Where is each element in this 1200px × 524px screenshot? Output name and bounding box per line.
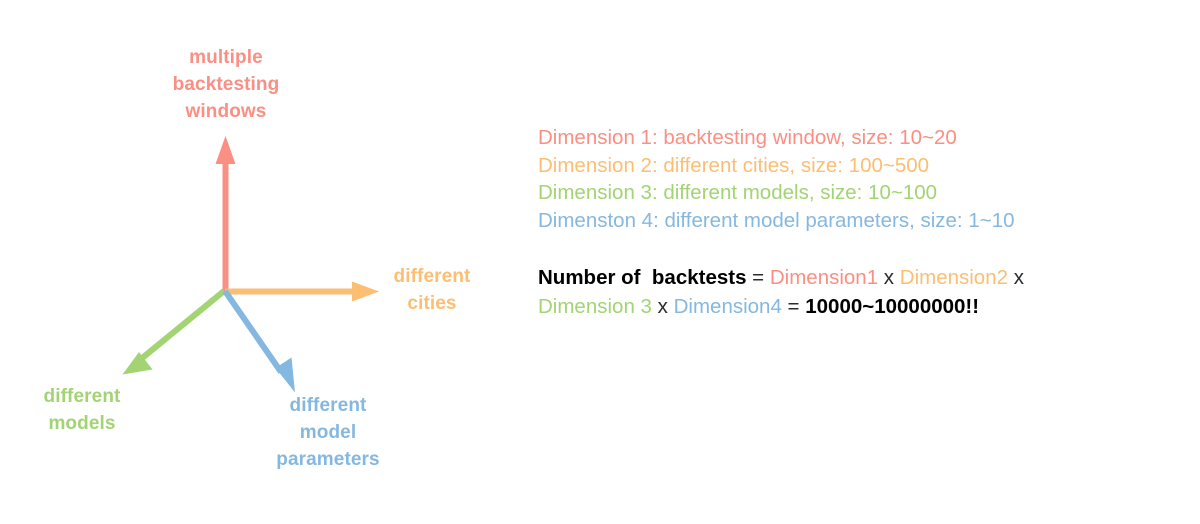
axis-label-different-models: different models	[43, 386, 121, 434]
formula-line-2: Dimension 3 x Dimension4 = 10000~1000000…	[538, 292, 1158, 321]
dimension-line-3: Dimension 3: different models, size: 10~…	[538, 181, 938, 204]
formula-times-1: x	[878, 266, 900, 289]
axis-label-multiple-backtesting-windows: multiple backtesting windows	[172, 47, 280, 122]
formula-lhs: Number of backtests	[538, 266, 747, 289]
dimension-line-4: Dimenston 4: different model parameters,…	[538, 208, 1015, 232]
different-model-parameters-arrow	[222, 289, 295, 393]
formula-times-2: x	[1008, 266, 1030, 289]
dimensions-text-panel: Dimension 1: backtesting window, size: 1…	[538, 124, 1158, 321]
formula-result: 10000~10000000!!	[805, 295, 980, 318]
multiple-backtesting-windows-arrow	[215, 136, 236, 292]
formula-line-1: Number of backtests = Dimension1 x Dimen…	[538, 263, 1158, 292]
axes-diagram: multiple backtesting windows different c…	[0, 0, 520, 524]
formula-term-2: Dimension2	[899, 266, 1009, 289]
formula-term-4: Dimension4	[673, 295, 782, 318]
backtests-formula: Number of backtests = Dimension1 x Dimen…	[538, 263, 1158, 321]
formula-equals-2: =	[781, 295, 806, 318]
different-models-arrow	[122, 288, 226, 375]
formula-term-3: Dimension 3	[538, 295, 652, 318]
formula-times-3: x	[651, 295, 674, 318]
different-cities-arrow	[225, 281, 379, 302]
formula-term-1: Dimension1	[769, 266, 879, 289]
axes-arrows-svg	[122, 136, 379, 393]
dimension-line-1: Dimension 1: backtesting window, size: 1…	[538, 126, 957, 149]
axis-label-different-model-parameters: different model parameters	[276, 395, 380, 470]
axis-label-different-cities: different cities	[393, 266, 471, 314]
dimension-line-2: Dimension 2: different cities, size: 100…	[538, 153, 930, 177]
formula-equals-1: =	[746, 266, 770, 289]
dimension-list: Dimension 1: backtesting window, size: 1…	[538, 124, 1158, 234]
